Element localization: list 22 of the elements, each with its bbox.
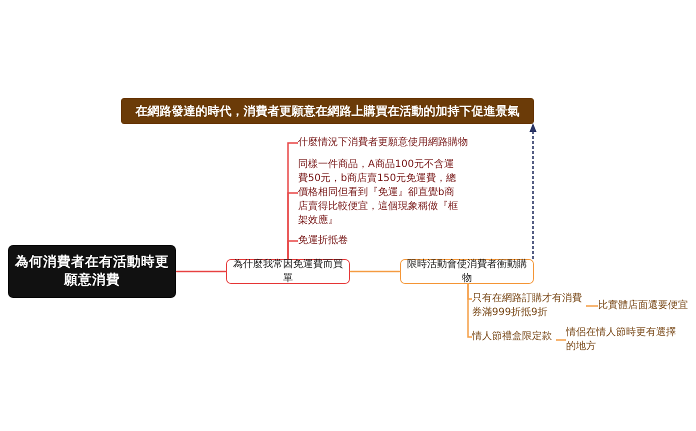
branch-text: 情侶在情人節時更有選擇的地方 xyxy=(566,326,677,354)
connector-line xyxy=(586,305,598,307)
branch-text: 什麼情況下消費者更願意使用網路購物 xyxy=(298,136,468,150)
topic-text: 在網路發達的時代，消費者更願意在網路上購買在活動的加持下促進景氣 xyxy=(134,103,520,119)
branch-text: 比實體店面還要便宜 xyxy=(598,299,688,313)
topic-text: 為什麼我常因免運費而買單 xyxy=(232,258,344,286)
branch-text: 只有在網路訂購才有消費券滿999折抵9折 xyxy=(472,292,583,320)
subtopic-box xyxy=(400,259,534,284)
topic-box xyxy=(8,245,176,298)
topic-text: 限時活動會使消費者衝動購物 xyxy=(406,258,528,286)
branch-paragraph: 同樣一件商品，A商品100元不含運費50元，b商店賣150元免運費，總價格相同但看到『免運』卻直覺b商店賣得比較便宜，這個現象稱做『框架效應』 xyxy=(298,158,458,228)
conclusion-box xyxy=(121,98,534,124)
connector-line xyxy=(176,270,226,272)
connector-line xyxy=(467,284,472,338)
connector-line xyxy=(287,240,298,259)
topic-text: 為何消費者在有活動時更願意消費 xyxy=(14,254,170,289)
connector-line xyxy=(350,270,400,272)
branch-text: 情人節禮盒限定款 xyxy=(472,330,552,344)
connector-line xyxy=(556,339,566,341)
subtopic-box xyxy=(226,259,350,284)
branch-text: 免運折抵卷 xyxy=(298,234,348,248)
arrow xyxy=(529,123,537,259)
